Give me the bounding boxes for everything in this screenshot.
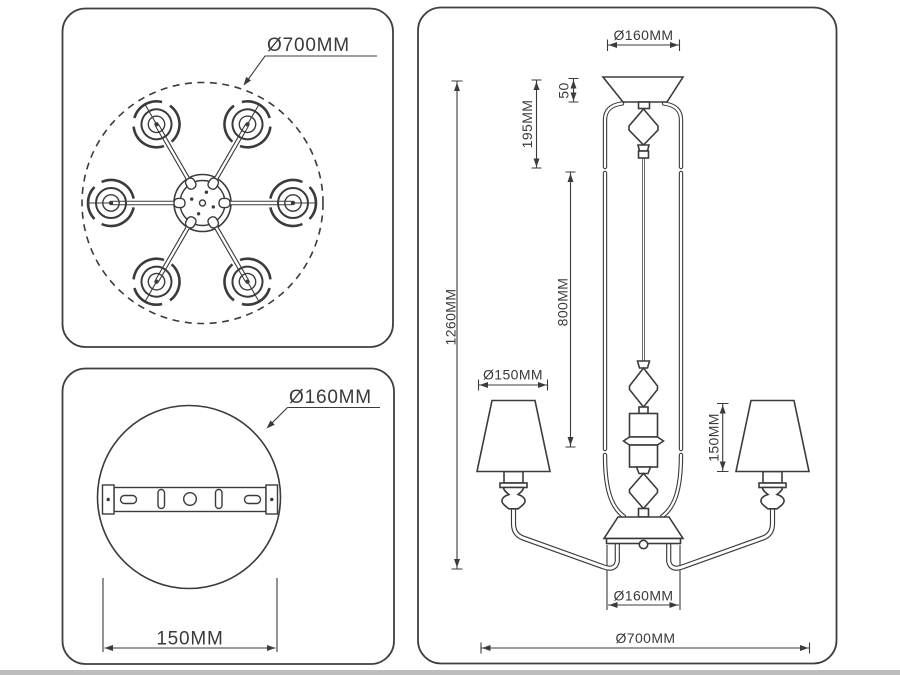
dimension-label-total-height: 1260MM [443, 289, 459, 346]
suspension-rod-left [605, 104, 624, 517]
dimension-label-suspension-rod: 195MM [519, 100, 535, 149]
top-view-panel [61, 7, 394, 348]
shade-plan-west [88, 180, 185, 226]
arm-shade-right [669, 401, 809, 569]
image-bottom-edge [0, 670, 900, 675]
top-view-drawing: Ø700MM [81, 35, 377, 325]
canopy-view-panel [61, 367, 395, 665]
dimension-label-shade-diameter: Ø150MM [483, 367, 543, 383]
dimension-label-top-diameter: Ø700MM [267, 35, 350, 56]
dimension-label-canopy-height: 50 [556, 82, 572, 98]
dimension-label-canopy-diameter: Ø160MM [614, 27, 674, 43]
shade-plan-east [219, 180, 316, 226]
mounting-bracket [101, 484, 279, 515]
side-view-panel [417, 6, 838, 665]
leader-arrow [241, 76, 252, 88]
dimension-label-hub-diameter: Ø160MM [614, 588, 674, 604]
dim-arrow [104, 645, 113, 651]
canopy-and-stem-ornaments [601, 76, 685, 518]
leader-line [244, 55, 377, 85]
dimension-label-stem-length: 800MM [555, 278, 571, 327]
dimension-label-bracket-width: 150MM [156, 629, 223, 650]
dimension-label-shade-height: 150MM [706, 413, 722, 462]
arm-shade-left [477, 401, 617, 569]
dimension-label-canopy-diameter: Ø160MM [289, 387, 372, 408]
canopy-circle [96, 404, 282, 590]
bracket-width-dimension [102, 578, 278, 652]
bobeche-hub [602, 516, 685, 550]
leader-line [267, 406, 380, 428]
dimension-label-total-width: Ø700MM [616, 630, 676, 646]
side-view-dimensions: Ø160MM 1260MM 195MM 50 800MM Ø150MM 150M… [443, 27, 811, 654]
dim-arrow [267, 645, 276, 651]
extension-lines [606, 545, 681, 610]
suspension-rod-right [662, 104, 681, 517]
canopy-view-drawing: Ø160MM 150MM [96, 387, 380, 652]
dashed-diameter-circle [81, 81, 324, 325]
side-view-drawing: Ø160MM 1260MM 195MM 50 800MM Ø150MM 150M… [443, 27, 810, 654]
